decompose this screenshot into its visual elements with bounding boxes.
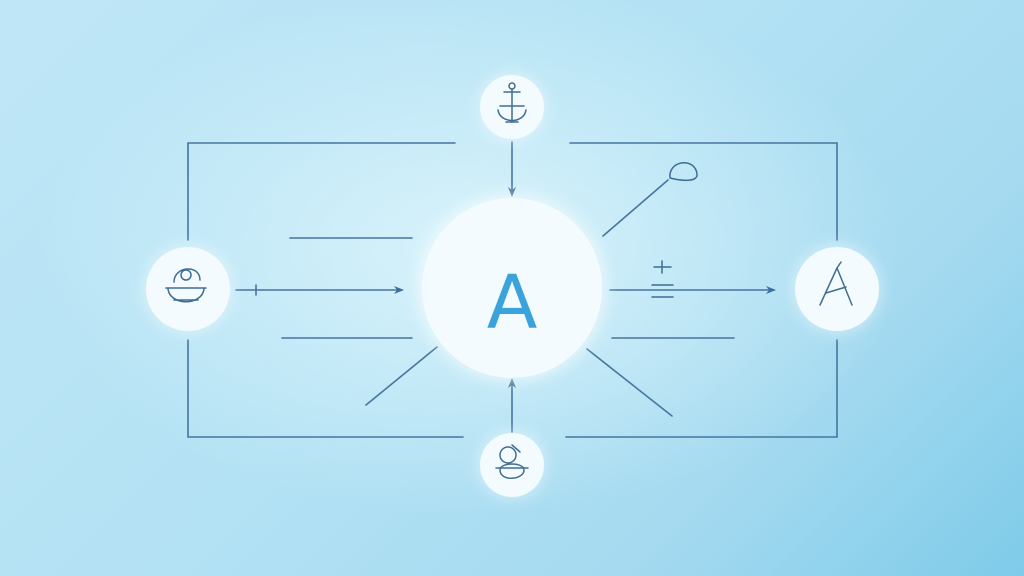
top-node (476, 71, 548, 143)
guide-lines (281, 237, 735, 339)
diagonal-lower-left (365, 346, 438, 406)
person-icon (165, 268, 207, 303)
right-node (791, 243, 883, 335)
equals-icon (651, 260, 674, 298)
diagonal-upper-right (602, 179, 669, 237)
connectors (235, 141, 776, 433)
anchor-icon (497, 82, 527, 123)
center-node: A (416, 192, 608, 384)
lens-icon (669, 162, 698, 182)
frame-lines (187, 142, 838, 438)
diagonal-lower-right (586, 348, 673, 417)
bottom-node (476, 429, 548, 501)
compass-icon (819, 261, 853, 306)
center-letter: A (487, 260, 538, 346)
left-node (142, 243, 234, 335)
figure-icon (495, 444, 529, 479)
